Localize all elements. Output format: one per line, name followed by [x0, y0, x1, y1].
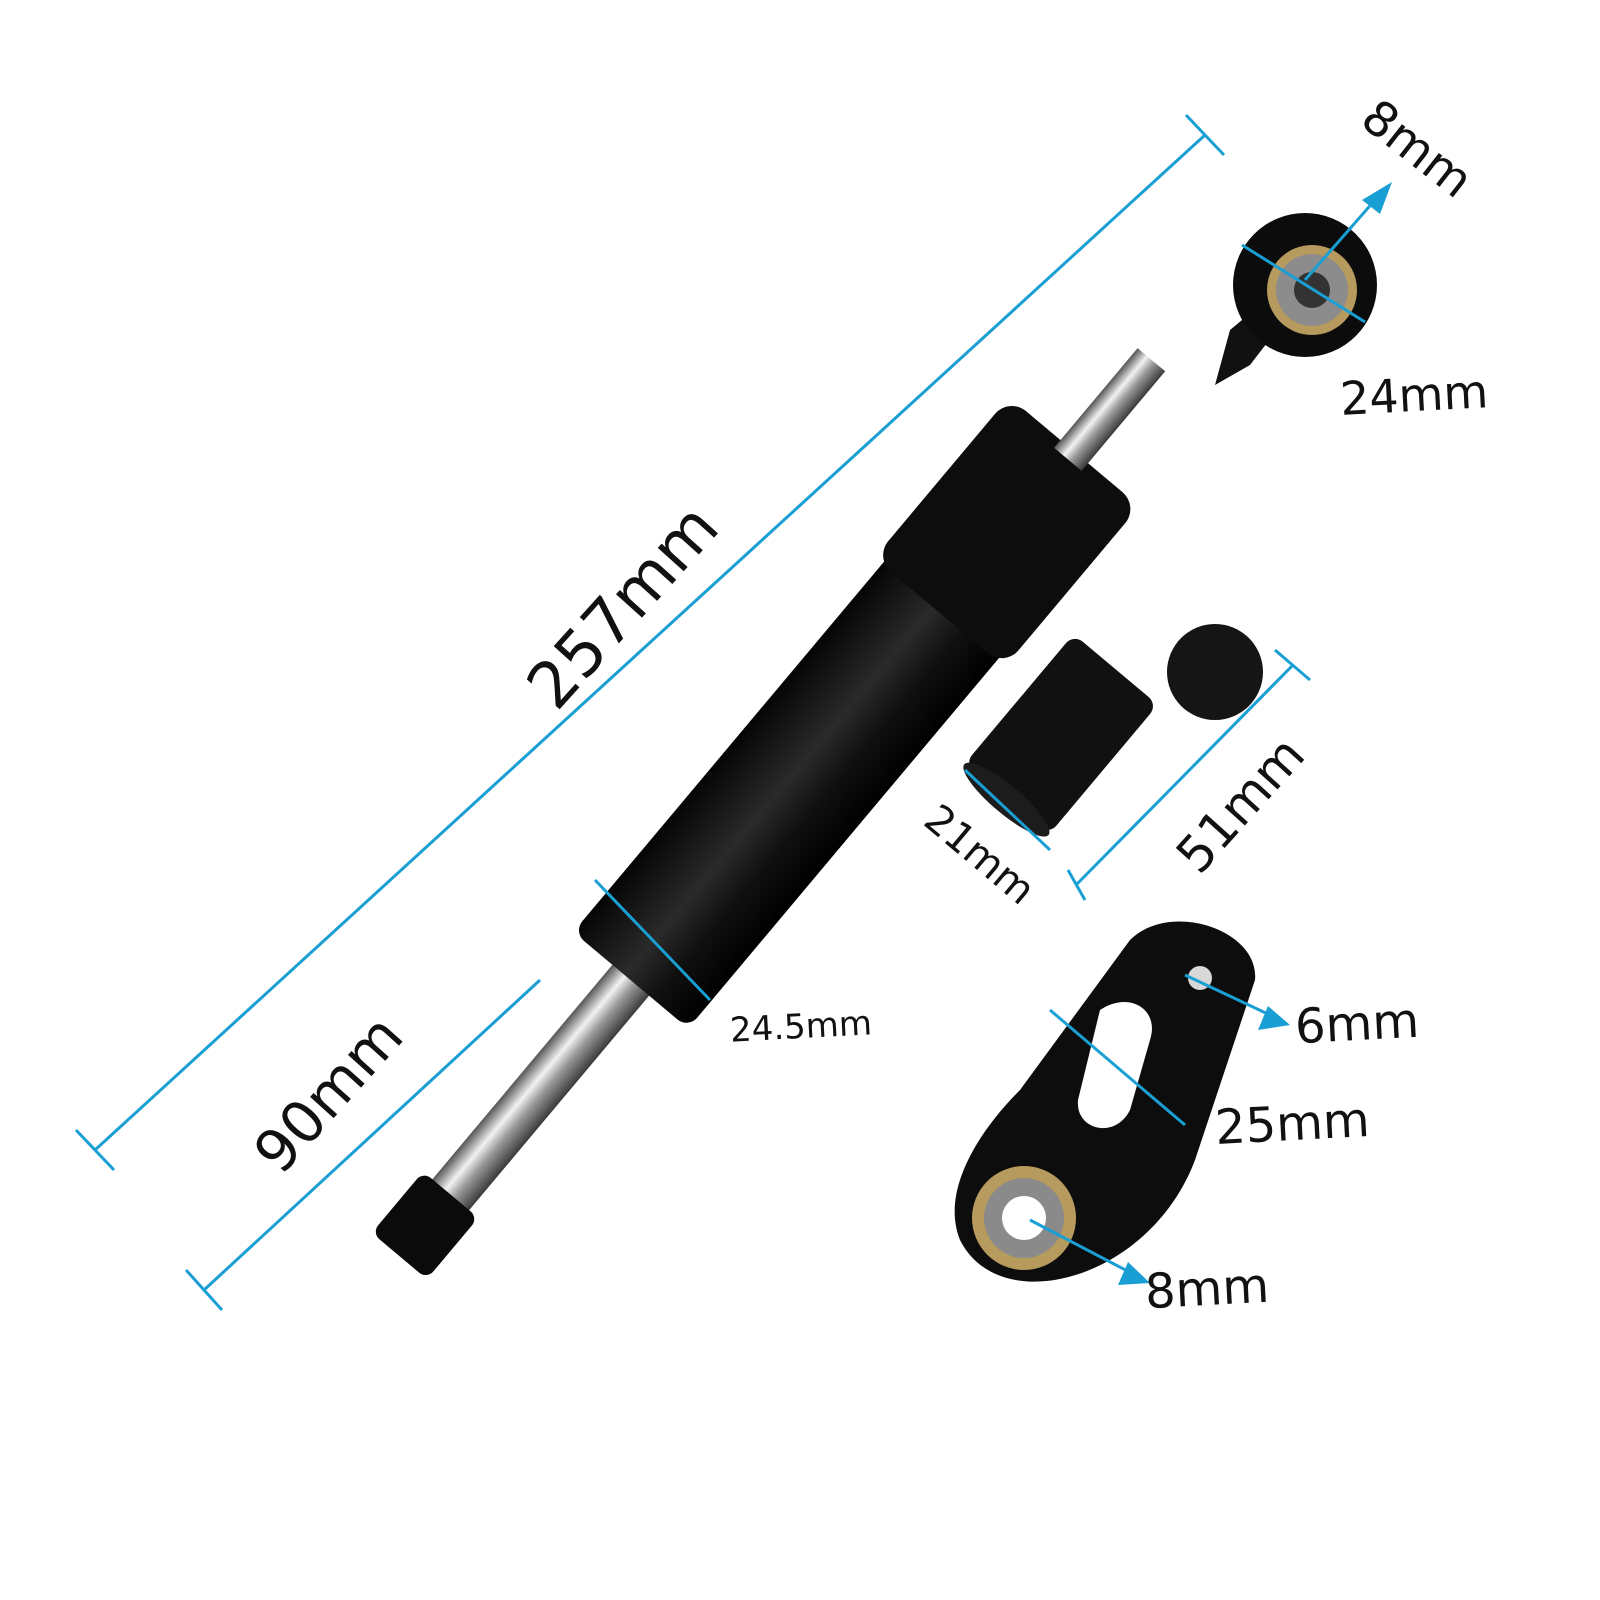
- label-body-diameter: 24.5mm: [729, 1003, 873, 1051]
- adjuster-knob: [1167, 624, 1263, 720]
- label-bracket-small-hole: 6mm: [1293, 992, 1421, 1056]
- rod-end: [1215, 213, 1377, 385]
- dimension-lines: [74, 113, 1377, 1312]
- damper-body: [375, 348, 1166, 1276]
- reservoir: [963, 638, 1153, 837]
- mounting-bracket: [954, 921, 1256, 1282]
- label-rod-end-outer: 24mm: [1338, 364, 1490, 426]
- arrowheads: [1118, 182, 1392, 1285]
- label-bracket-width: 25mm: [1213, 1091, 1371, 1157]
- label-bracket-bearing-bore: 8mm: [1143, 1257, 1271, 1321]
